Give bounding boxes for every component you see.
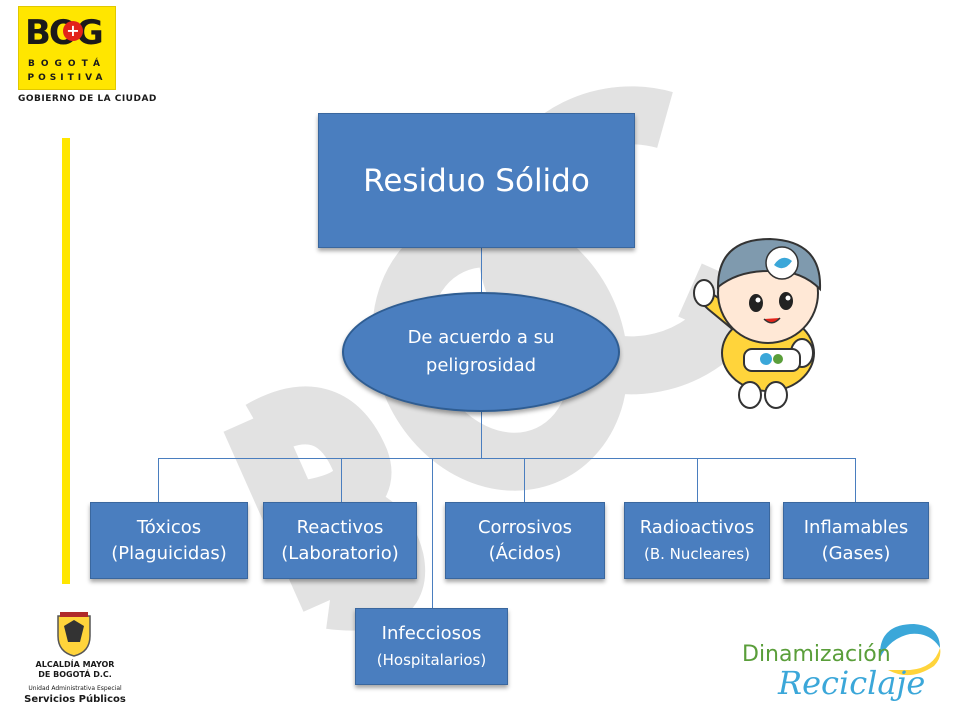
coat-of-arms-icon <box>57 612 91 657</box>
bogota-positiva-logo: BOG + BOGOTÁ POSITIVA <box>18 6 116 90</box>
alcaldia-line-3: Unidad Administrativa Especial <box>28 685 122 692</box>
category-name: Infecciosos <box>381 622 482 644</box>
accent-stripe <box>62 138 70 584</box>
logo-plus-icon: + <box>63 21 83 41</box>
criterion-node: De acuerdo a su peligrosidad <box>342 292 620 412</box>
category-infecciosos: Infecciosos (Hospitalarios) <box>355 608 508 685</box>
alcaldia-line-1: ALCALDÍA MAYOR <box>35 660 115 669</box>
connector-inflamables <box>855 458 856 502</box>
mascot-illustration <box>693 237 822 409</box>
connector-root-criterion <box>481 248 482 292</box>
root-label: Residuo Sólido <box>363 162 590 199</box>
criterion-line-2: peligrosidad <box>425 355 537 376</box>
alcaldia-line-4: Servicios Públicos <box>24 694 126 705</box>
program-name-line-1: Dinamización <box>742 642 891 667</box>
connector-reactivos <box>341 458 342 502</box>
category-name: Tóxicos <box>136 516 202 538</box>
category-detail: (Hospitalarios) <box>376 650 487 669</box>
logo-gobierno-text: GOBIERNO DE LA CIUDAD <box>18 94 157 104</box>
category-detail: (Gases) <box>821 542 891 564</box>
recycling-swirl-icon <box>879 624 941 676</box>
connector-criterion-bus <box>481 412 482 458</box>
category-reactivos: Reactivos (Laboratorio) <box>263 502 417 579</box>
criterion-line-1: De acuerdo a su <box>407 327 555 348</box>
category-detail: (B. Nucleares) <box>644 544 750 563</box>
alcaldia-line-2: DE BOGOTÁ D.C. <box>38 670 112 679</box>
logo-line-bogota: BOGOTÁ <box>28 59 106 69</box>
connector-infecciosos <box>432 458 433 608</box>
category-name: Radioactivos <box>639 516 755 538</box>
category-name: Reactivos <box>296 516 384 538</box>
program-name-line-2: Reciclaje <box>778 664 926 702</box>
category-name: Inflamables <box>803 516 909 538</box>
category-detail: (Ácidos) <box>488 542 562 564</box>
category-detail: (Plaguicidas) <box>111 542 227 564</box>
logo-line-positiva: POSITIVA <box>27 73 107 83</box>
connector-corrosivos <box>524 458 525 502</box>
connector-toxicos <box>158 458 159 502</box>
category-inflamables: Inflamables (Gases) <box>783 502 929 579</box>
connector-bus <box>158 458 856 459</box>
category-name: Corrosivos <box>477 516 573 538</box>
root-node: Residuo Sólido <box>318 113 635 248</box>
category-toxicos: Tóxicos (Plaguicidas) <box>90 502 248 579</box>
connector-radioactivos <box>697 458 698 502</box>
category-corrosivos: Corrosivos (Ácidos) <box>445 502 605 579</box>
category-detail: (Laboratorio) <box>281 542 399 564</box>
category-radioactivos: Radioactivos (B. Nucleares) <box>624 502 770 579</box>
